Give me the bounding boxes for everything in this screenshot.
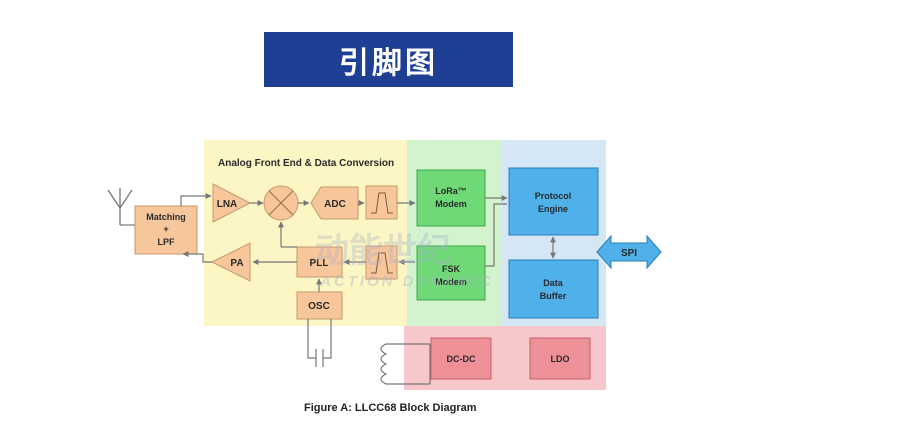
lna-block <box>212 183 252 223</box>
data-buffer-label: Buffer <box>540 291 567 301</box>
watermark-en: ACTION DYNAMIC <box>319 273 494 290</box>
connections <box>120 193 556 292</box>
pa-block <box>210 242 251 282</box>
bandpass-icon <box>371 192 393 214</box>
matching-lpf-label: LPF <box>158 237 176 247</box>
osc-label: OSC <box>308 301 330 312</box>
figure-caption: Figure A: LLCC68 Block Diagram <box>304 402 477 414</box>
fsk-modem-label: Modem <box>435 277 467 287</box>
watermark-cn: 动能世纪 <box>315 231 451 271</box>
lora-modem-label: LoRa™ <box>435 186 467 196</box>
page-title-banner: 引脚图 <box>264 32 513 87</box>
section-title: Analog Front End & Data Conversion <box>218 158 394 169</box>
page-title: 引脚图 <box>339 45 438 81</box>
protocol-engine-label: Protocol <box>535 191 572 201</box>
fsk-modem-block <box>416 245 486 301</box>
antenna-icon <box>107 188 133 225</box>
matching-lpf-block <box>134 205 198 255</box>
pll-label: PLL <box>310 258 329 269</box>
crystal-icon <box>307 319 332 367</box>
pll-block <box>296 246 343 278</box>
osc-block <box>296 291 343 320</box>
dcdc-label: DC-DC <box>447 354 476 364</box>
matching-lpf-label: Matching <box>146 212 186 222</box>
lora-modem-block <box>416 169 486 227</box>
lna-label: LNA <box>217 199 238 210</box>
mixer-icon <box>263 185 299 221</box>
matching-lpf-label: + <box>163 224 168 234</box>
protocol-engine-block <box>508 167 599 236</box>
bandpass-icon <box>371 252 393 274</box>
dcdc-block <box>430 337 492 380</box>
adc-label: ADC <box>324 199 346 210</box>
ldo-label: LDO <box>551 354 570 364</box>
lora-modem-label: Modem <box>435 199 467 209</box>
spi-label: SPI <box>621 248 637 259</box>
ldo-block <box>529 337 591 380</box>
inductor-icon <box>380 343 431 385</box>
protocol-engine-label: Engine <box>538 204 568 214</box>
data-buffer-block <box>508 259 599 319</box>
spi-arrow <box>596 234 662 270</box>
filter-block-top <box>365 185 398 220</box>
fsk-modem-label: FSK <box>442 264 461 274</box>
pa-label: PA <box>230 258 243 269</box>
data-buffer-label: Data <box>543 278 564 288</box>
